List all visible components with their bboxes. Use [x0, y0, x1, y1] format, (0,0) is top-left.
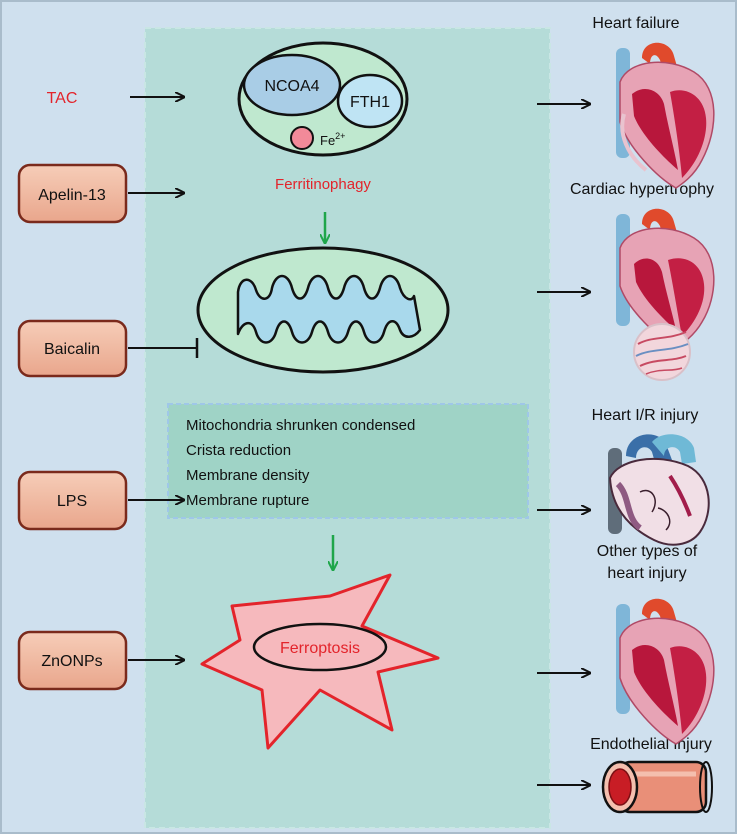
lps-label: LPS — [57, 493, 87, 510]
ferroptosis-label: Ferroptosis — [280, 640, 360, 657]
mitochondria-cristae — [236, 274, 422, 344]
apelin-box: Apelin-13 — [17, 163, 128, 224]
heart-failure-label: Heart failure — [592, 15, 679, 32]
znonps-label: ZnONPs — [41, 653, 102, 670]
other-injury-label-1: Other types of — [597, 543, 698, 560]
hypertrophy-label: Cardiac hypertrophy — [570, 181, 714, 198]
fth1-ellipse — [336, 73, 404, 129]
mito-features-box: Mitochondria shrunken condensed Crista r… — [167, 403, 529, 519]
tac-label: TAC — [47, 90, 78, 107]
ferroptotic-cell: Ferroptosis — [200, 573, 440, 750]
other-injury-heart-icon — [616, 598, 715, 745]
ncoa4-ellipse — [242, 53, 342, 117]
baicalin-box: Baicalin — [17, 319, 128, 378]
heart-failure-heart-icon — [616, 42, 715, 189]
blood-vessel-icon — [601, 760, 713, 814]
apelin-label: Apelin-13 — [38, 187, 106, 204]
mitochondrion — [196, 246, 450, 374]
ir-injury-label: Heart I/R injury — [592, 407, 699, 424]
ir-injury-heart-icon — [608, 434, 710, 546]
lps-box: LPS — [17, 470, 128, 531]
ferritin-complex: NCOA4 FTH1 Fe2+ — [237, 41, 409, 157]
baicalin-label: Baicalin — [44, 341, 100, 358]
myocardial-tissue-icon — [633, 323, 691, 381]
mito-feature-item: Mitochondria shrunken condensed — [186, 417, 415, 434]
fe-ion-circle — [290, 126, 314, 150]
fe-ion-label: Fe2+ — [320, 131, 345, 148]
other-injury-label-2: heart injury — [607, 565, 686, 582]
znonps-box: ZnONPs — [17, 630, 128, 691]
ncoa4-label: NCOA4 — [264, 78, 319, 95]
mito-feature-item: Crista reduction — [186, 442, 291, 459]
fth1-label: FTH1 — [350, 94, 390, 111]
mito-feature-item: Membrane rupture — [186, 492, 309, 509]
ferritinophagy-label: Ferritinophagy — [275, 176, 371, 193]
ferroptosis-nucleus — [252, 622, 388, 672]
endothelial-label: Endothelial injury — [590, 736, 712, 753]
mito-feature-item: Membrane density — [186, 467, 310, 484]
